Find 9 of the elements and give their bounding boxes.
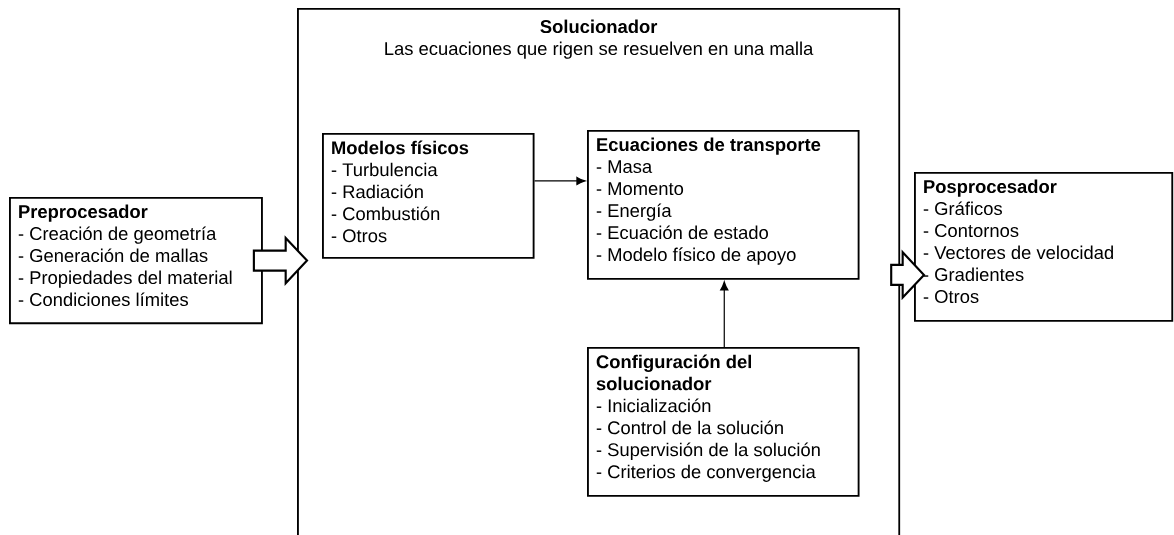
process-box: Preprocesador - Creación de geometría - Generación de mallas - Propiedades del material - Condiciones límites xyxy=(9,197,263,325)
process-box: Posprocesador - Gráficos - Contornos - Vectores de velocidad - Gradientes - Otros xyxy=(914,172,1174,322)
arrow xyxy=(533,176,586,186)
process-box: Configuración del solucionador - Inicialización - Control de la solución - Supervisión de la solución - Criterios de convergencia xyxy=(587,347,860,497)
arrow xyxy=(720,281,729,348)
block-arrow xyxy=(252,235,309,286)
block-arrow xyxy=(890,249,926,301)
process-box: Modelos físicos - Turbulencia - Radiación - Combustión - Otros xyxy=(322,133,535,259)
process-box: Ecuaciones de transporte - Masa - Momento - Energía - Ecuación de estado - Modelo físico de apoyo xyxy=(587,130,860,280)
